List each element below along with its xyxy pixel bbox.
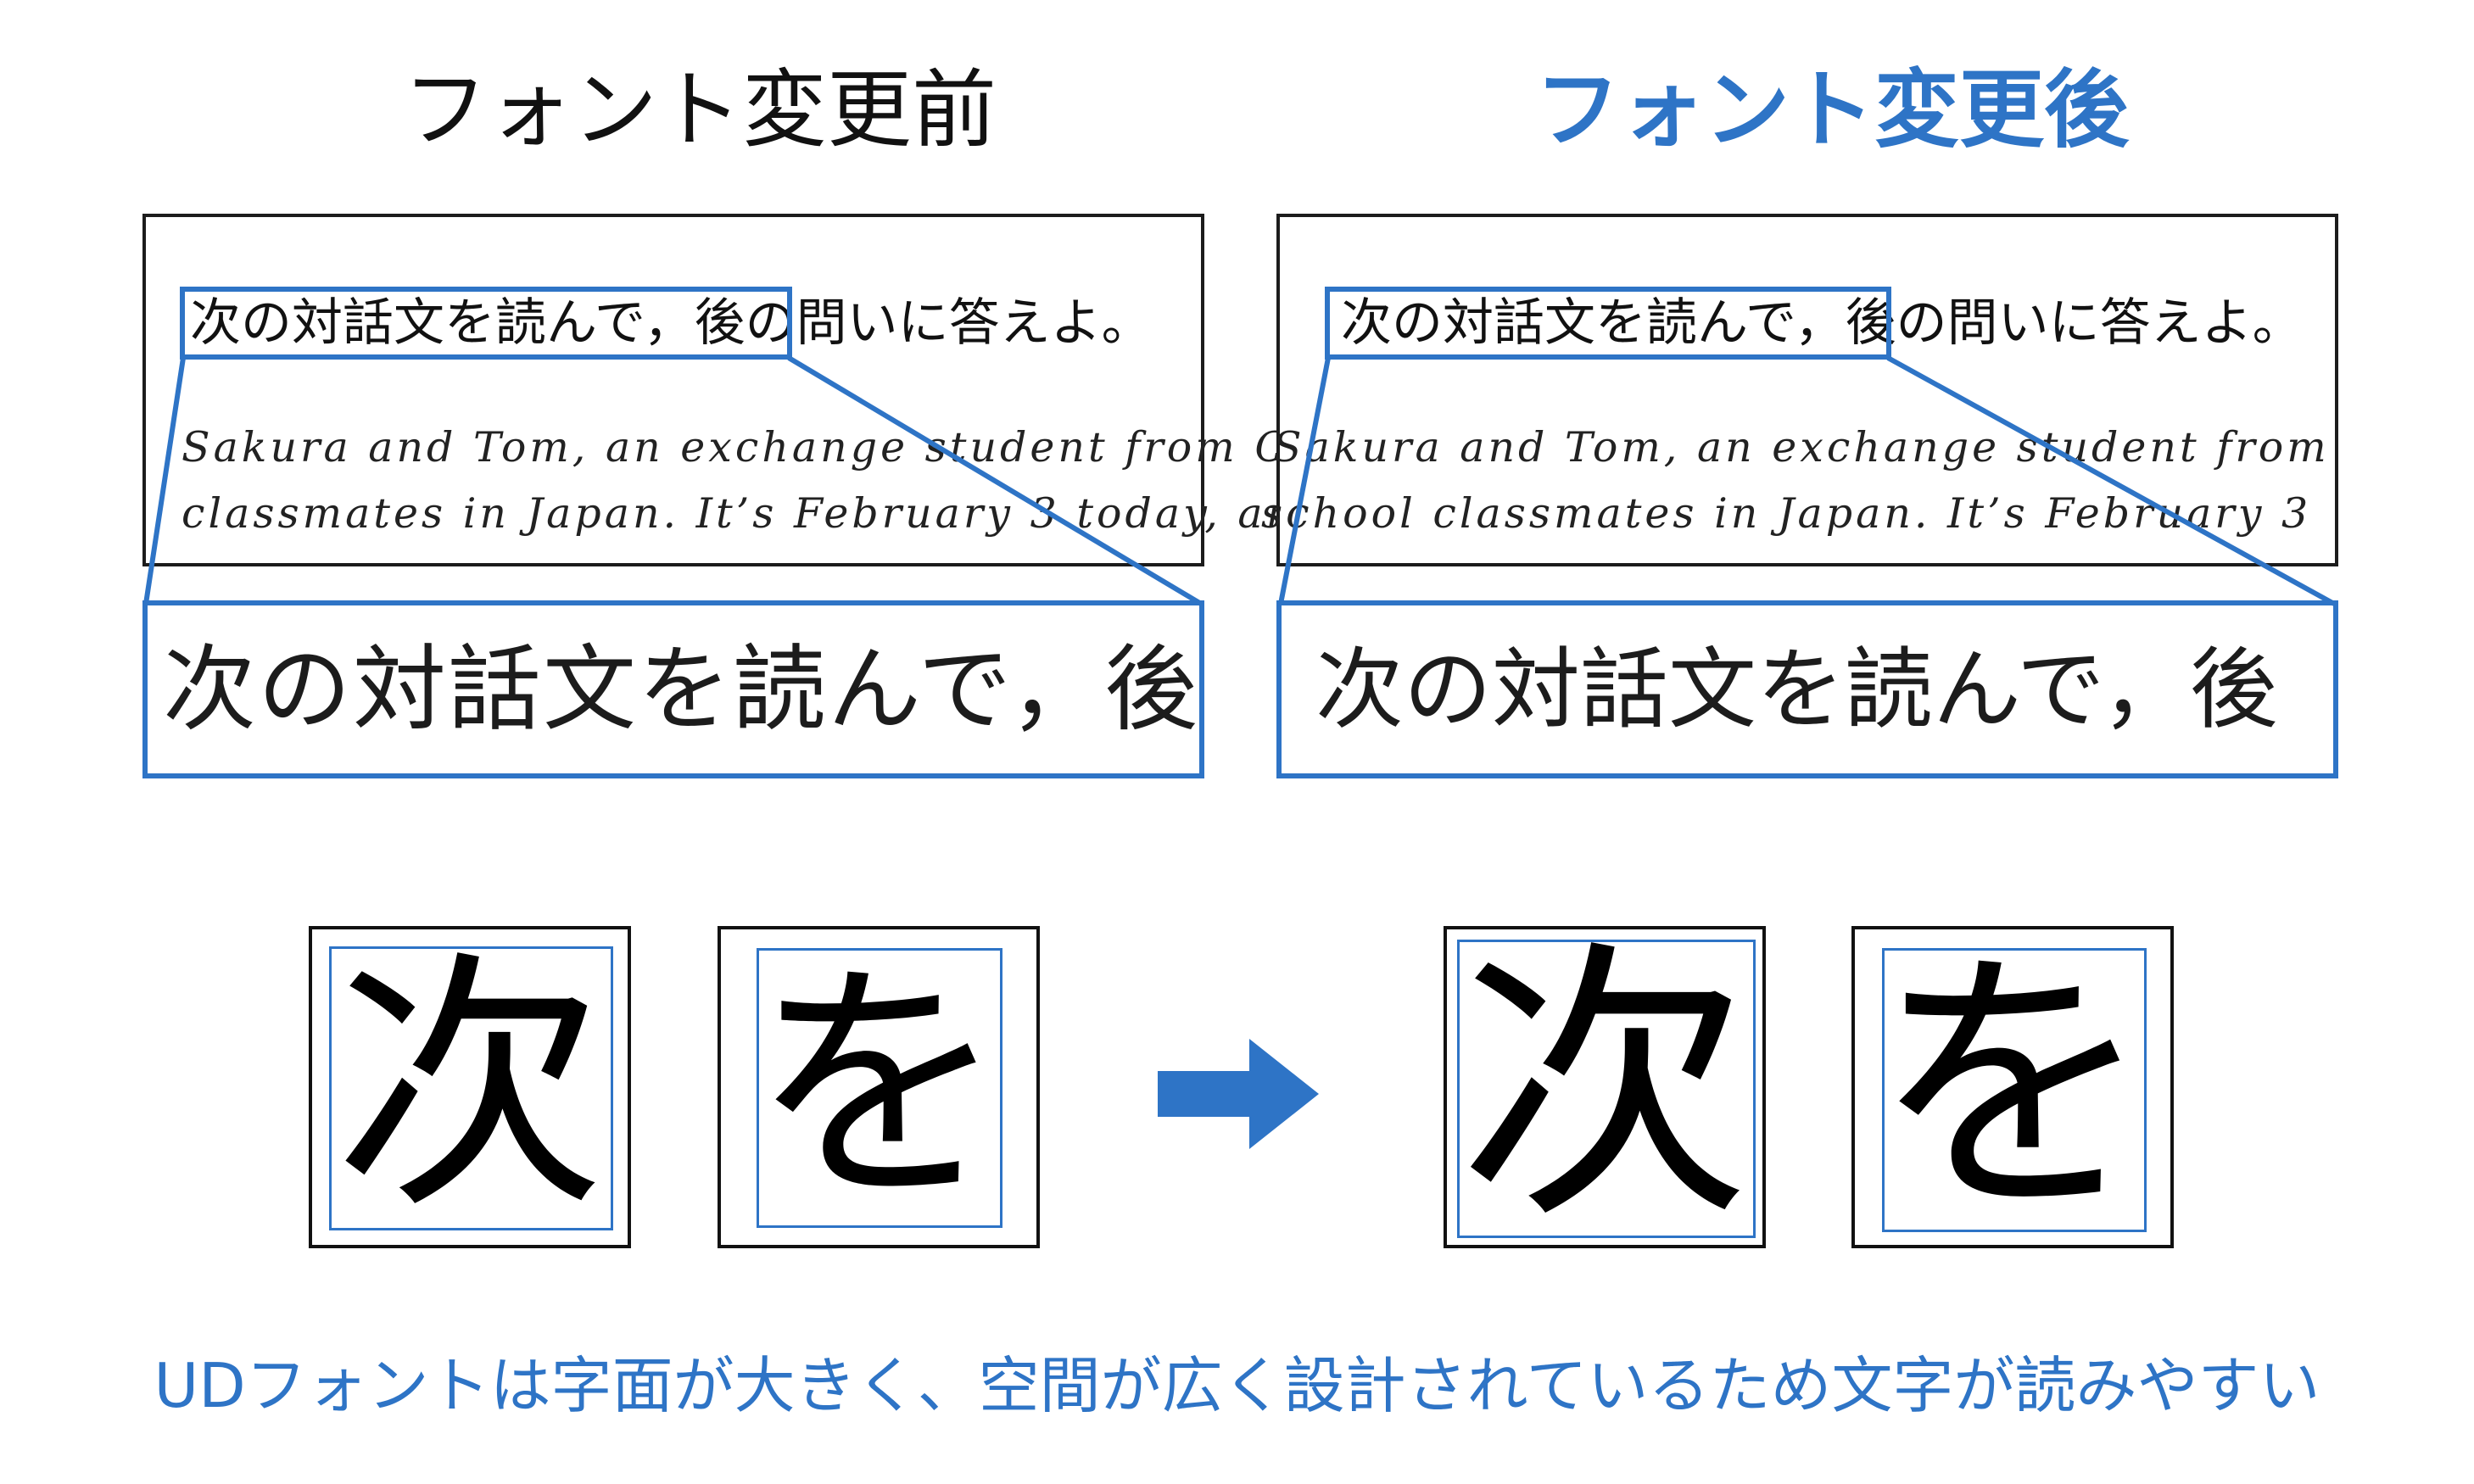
glyph-bounds-before-2 [757, 948, 1002, 1228]
title-before: フォント変更前 [403, 60, 997, 159]
connector-after-left [1278, 357, 1331, 605]
title-after: フォント変更後 [1535, 60, 2129, 159]
glyph-box-before-1: 次 [309, 926, 631, 1248]
connector-after-right [1886, 355, 2336, 606]
glyph-bounds-after-1 [1457, 940, 1756, 1238]
sample-en-line1-before: Sakura and Tom, an exchange student from… [182, 423, 1290, 471]
glyph-box-before-2: を [718, 926, 1040, 1248]
panel-after: 次の対話文を読んで，後の問いに答えよ。 Sakura and Tom, an e… [1261, 214, 2338, 566]
glyph-box-after-1: 次 [1444, 926, 1766, 1248]
zoom-box-after: 次の対話文を読んで，後 [1276, 600, 2338, 778]
zoom-box-before: 次の対話文を読んで，後 [142, 600, 1204, 778]
sample-en-line2-after: school classmates in Japan. It’s Februar… [1261, 489, 2312, 538]
sample-jp-after: 次の対話文を読んで，後の問いに答えよ。 [1341, 293, 2304, 353]
glyph-bounds-before-1 [329, 946, 613, 1230]
glyph-before-1: 次 [334, 929, 606, 1245]
glyph-after-2: を [1873, 924, 2153, 1250]
connector-before-left [143, 357, 186, 605]
glyph-after-1: 次 [1458, 917, 1751, 1258]
sample-en-line1-after: Sakura and Tom, an exchange student from [1273, 423, 2330, 471]
glyph-before-2: を [751, 939, 1006, 1235]
zoom-text-after: 次の対話文を読んで，後 [1315, 638, 2278, 741]
highlight-box-before [180, 287, 792, 360]
glyph-bounds-after-2 [1882, 948, 2147, 1232]
glyph-box-after-2: を [1851, 926, 2174, 1248]
panel-before: 次の対話文を読んで，後の問いに答えよ。 Sakura and Tom, an e… [142, 214, 1323, 566]
connector-before-right [787, 355, 1203, 606]
sample-jp-before: 次の対話文を読んで，後の問いに答えよ。 [190, 293, 1153, 353]
zoom-text-before: 次の対話文を読んで，後 [163, 635, 1200, 744]
arrow-right-icon [1158, 1039, 1319, 1149]
caption: UDフォントは字面が大きく、空間が広く設計されているため文字が読みやすい [154, 1350, 2320, 1421]
highlight-box-after [1325, 287, 1891, 360]
sample-en-line2-before: classmates in Japan. It’s February 3 tod… [182, 489, 1326, 538]
